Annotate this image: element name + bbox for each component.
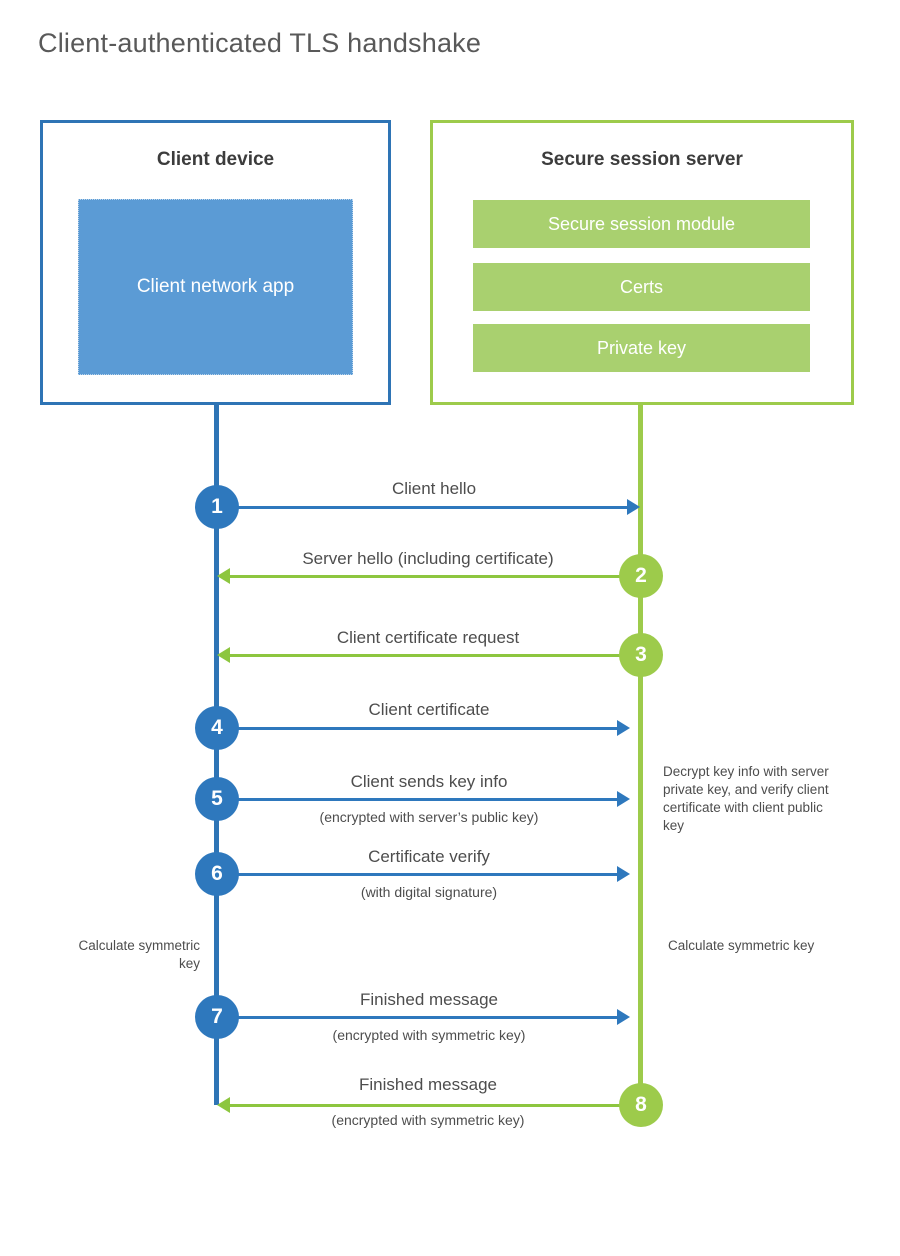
step-5-circle[interactable]: 5 xyxy=(195,777,239,821)
step-8-arrow-line xyxy=(230,1104,640,1107)
step-5-arrow-line xyxy=(217,798,617,801)
step-8-label: Finished message xyxy=(359,1075,497,1094)
step-6-arrow-line xyxy=(217,873,617,876)
step-4-arrow-head xyxy=(617,720,630,736)
step-2-arrow-line xyxy=(230,575,640,578)
step-2-arrow-head xyxy=(217,568,230,584)
step-5-arrow-head xyxy=(617,791,630,807)
secure-session-server-title: Secure session server xyxy=(541,149,743,170)
step-7-label: Finished message xyxy=(360,990,498,1009)
server-decrypt-note: Decrypt key info with server private key… xyxy=(663,764,829,833)
server-module-bar-private-key: Private key xyxy=(473,324,810,372)
step-1-arrow-head xyxy=(627,499,640,515)
step-7-arrow-line xyxy=(217,1016,617,1019)
page-title: Client-authenticated TLS handshake xyxy=(38,28,482,58)
step-6-label: Certificate verify xyxy=(368,847,490,866)
step-1-arrow-line xyxy=(217,506,627,509)
server-calculate-symmetric-key-note: Calculate symmetric key xyxy=(668,938,815,953)
client-network-app-label: Client network app xyxy=(136,276,295,297)
step-1-label: Client hello xyxy=(391,479,477,498)
client-network-app-box: Client network app xyxy=(78,199,353,375)
server-lifeline xyxy=(638,405,643,1105)
step-2-label: Server hello (including certificate) xyxy=(302,549,554,568)
step-7-sublabel: (encrypted with symmetric key) xyxy=(332,1027,526,1043)
step-8-sublabel: (encrypted with symmetric key) xyxy=(331,1112,525,1128)
step-6-circle[interactable]: 6 xyxy=(195,852,239,896)
client-device-title: Client device xyxy=(156,149,275,170)
step-3-arrow-line xyxy=(230,654,640,657)
step-8-circle[interactable]: 8 xyxy=(619,1083,663,1127)
step-3-arrow-head xyxy=(217,647,230,663)
step-3-circle[interactable]: 3 xyxy=(619,633,663,677)
step-6-sublabel: (with digital signature) xyxy=(360,884,498,900)
step-5-label: Client sends key info xyxy=(350,772,508,791)
step-7-arrow-head xyxy=(617,1009,630,1025)
client-lifeline xyxy=(214,405,219,1105)
step-4-circle[interactable]: 4 xyxy=(195,706,239,750)
server-module-bar-secure-session-module: Secure session module xyxy=(473,200,810,248)
step-4-arrow-line xyxy=(217,727,617,730)
step-8-arrow-head xyxy=(217,1097,230,1113)
client-calculate-symmetric-key-note: Calculate symmetric key xyxy=(78,938,200,971)
step-7-circle[interactable]: 7 xyxy=(195,995,239,1039)
step-2-circle[interactable]: 2 xyxy=(619,554,663,598)
step-5-sublabel: (encrypted with server’s public key) xyxy=(319,809,539,825)
server-module-bar-certs: Certs xyxy=(473,263,810,311)
step-3-label: Client certificate request xyxy=(336,628,520,647)
step-6-arrow-head xyxy=(617,866,630,882)
step-4-label: Client certificate xyxy=(368,700,490,719)
step-1-circle[interactable]: 1 xyxy=(195,485,239,529)
